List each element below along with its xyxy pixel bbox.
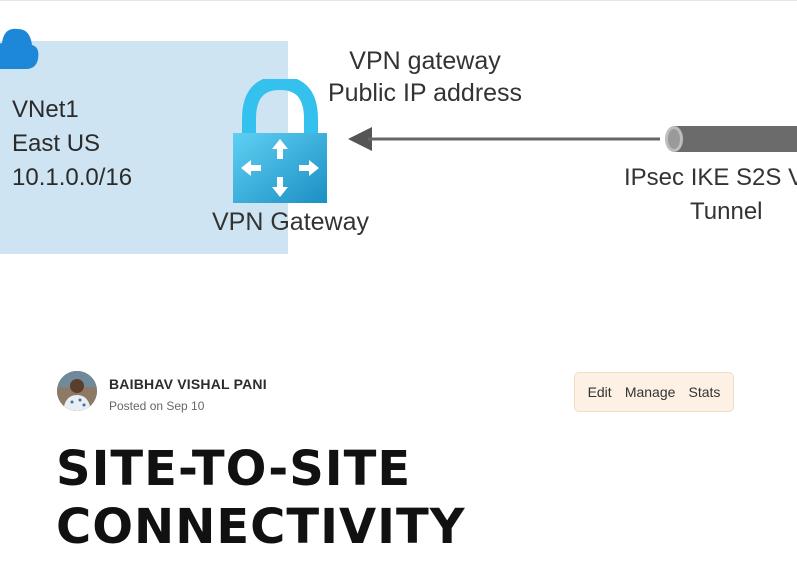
tunnel-label-line1: IPsec IKE S2S V xyxy=(624,164,797,191)
edit-button[interactable]: Edit xyxy=(587,384,612,400)
tunnel-label-line2: Tunnel xyxy=(690,198,763,225)
cloud-icon xyxy=(0,28,39,69)
manage-button[interactable]: Manage xyxy=(624,384,676,400)
gateway-label: VPN Gateway xyxy=(212,208,370,236)
post-title: SITE-TO-SITE CONNECTIVITY xyxy=(56,440,466,556)
post-title-line1: SITE-TO-SITE xyxy=(56,441,412,497)
cover-image: VNet1 East US 10.1.0.0/16 VPN Gateway VP… xyxy=(0,0,797,254)
stats-button[interactable]: Stats xyxy=(688,384,721,400)
vnet-address-space: 10.1.0.0/16 xyxy=(12,164,133,191)
avatar[interactable] xyxy=(57,371,97,411)
arrow-icon xyxy=(348,126,797,152)
vnet-details: VNet1 East US 10.1.0.0/16 xyxy=(12,93,132,195)
avatar-image xyxy=(57,371,97,411)
post-actions: Edit Manage Stats xyxy=(574,372,734,412)
post-date: Posted on Sep 10 xyxy=(109,399,205,413)
lock-icon xyxy=(233,79,327,203)
public-ip-label: VPN gateway Public IP address xyxy=(325,45,525,109)
vnet-region: East US xyxy=(12,130,101,157)
post-title-line2: CONNECTIVITY xyxy=(56,499,466,555)
post-meta: BAIBHAV VISHAL PANI Posted on Sep 10 Edi… xyxy=(57,371,737,415)
public-ip-label-line1: VPN gateway xyxy=(349,47,501,75)
vnet-name: VNet1 xyxy=(12,96,79,123)
tunnel-label: IPsec IKE S2S V Tunnel xyxy=(624,161,797,229)
public-ip-label-line2: Public IP address xyxy=(327,79,523,107)
tunnel-icon xyxy=(665,126,797,152)
author-name[interactable]: BAIBHAV VISHAL PANI xyxy=(109,376,267,392)
